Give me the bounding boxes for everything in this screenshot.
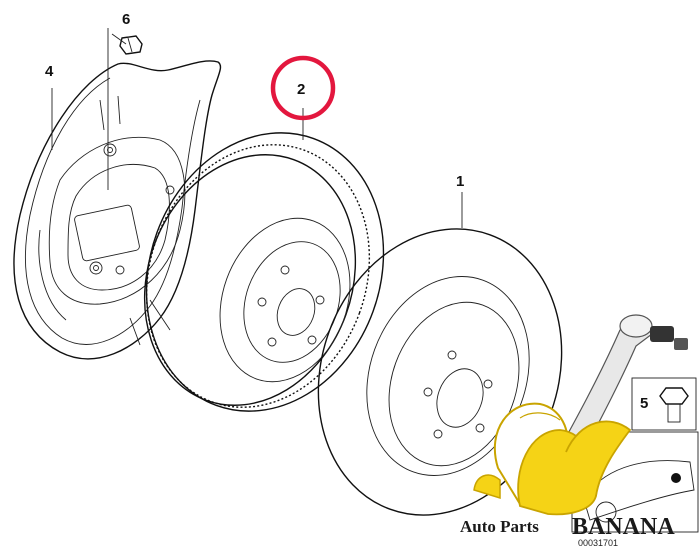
brand-prefix: Auto Parts	[460, 517, 539, 536]
dust-shield-part-4: 4	[13, 60, 222, 360]
callout-1: 1	[456, 173, 464, 190]
brake-disc-part-2	[143, 108, 385, 412]
watermark-banana-icon	[473, 402, 632, 516]
watermark-brand: Auto Parts BANANA	[460, 514, 675, 540]
bolt-part-6: 6	[107, 11, 143, 190]
callout-6: 6	[122, 11, 130, 28]
bolt-part-5: 5	[631, 377, 697, 431]
callout-5: 5	[640, 395, 648, 412]
diagram-code: 00031701	[578, 538, 618, 548]
highlight-callout-2: 2	[270, 55, 336, 121]
callout-4: 4	[45, 63, 54, 80]
brand-name: BANANA	[572, 514, 675, 540]
callout-2: 2	[297, 81, 305, 98]
